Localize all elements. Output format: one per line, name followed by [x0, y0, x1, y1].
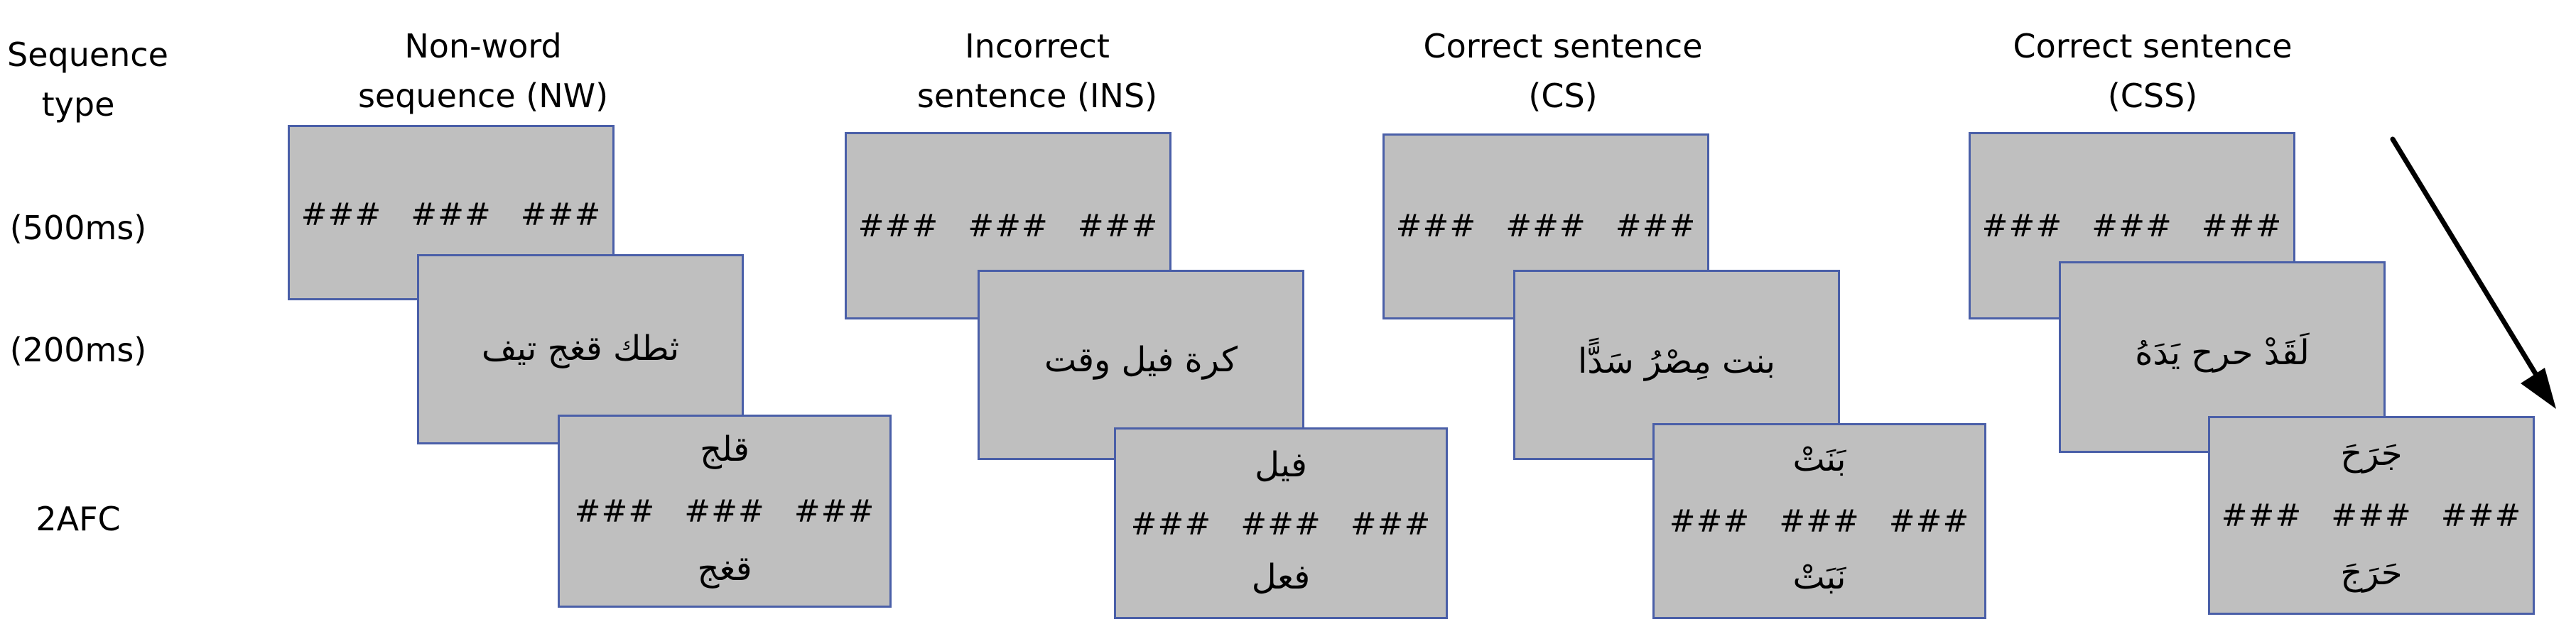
- mask-text: ### ### ###: [1981, 208, 2283, 244]
- option-bottom: نَبَتْ: [1792, 557, 1846, 597]
- row-label-sequence-type: Sequence type: [7, 30, 168, 129]
- row-label-sequence-type-line2: type: [41, 85, 115, 124]
- column-title-line2: (CS): [1528, 77, 1598, 115]
- option-top: فيل: [1255, 445, 1307, 485]
- sentence-text: بنت مِصْرُ سَدًّا: [1577, 341, 1776, 381]
- sentence-text: لَقَدْ حرح يَدَهُ: [2135, 333, 2310, 373]
- column-title-css: Correct sentence (CSS): [1975, 21, 2330, 121]
- option-top: قلج: [700, 430, 749, 469]
- column-title-line1: Correct sentence: [2013, 27, 2293, 65]
- row-label-second: (200ms): [9, 331, 147, 369]
- option-mask: ### ### ###: [574, 493, 875, 530]
- column-title-ins: Incorrect sentence (INS): [867, 21, 1208, 121]
- sentence-text: ثطك قغج تيف: [481, 329, 680, 368]
- mask-text: ### ### ###: [857, 208, 1159, 244]
- column-title-cs: Correct sentence (CS): [1385, 21, 1741, 121]
- choice-screen-cs: بَنَتْ ### ### ### نَبَتْ: [1652, 423, 1986, 619]
- column-title-line2: (CSS): [2107, 77, 2198, 115]
- column-title-nw: Non-word sequence (NW): [313, 21, 654, 121]
- option-mask: ### ### ###: [1669, 503, 1970, 540]
- column-title-line1: Correct sentence: [1423, 27, 1703, 65]
- row-label-sequence-type-line1: Sequence: [7, 35, 168, 74]
- sentence-text: كرة فيل وقت: [1044, 340, 1238, 380]
- row-label-third: 2AFC: [36, 500, 121, 538]
- choice-screen-nw: قلج ### ### ### قغج: [558, 415, 892, 608]
- option-bottom: قغج: [697, 549, 752, 589]
- option-bottom: حَرَجَ: [2340, 553, 2403, 593]
- option-mask: ### ### ###: [2221, 498, 2522, 534]
- mask-text: ### ### ###: [301, 197, 602, 233]
- choice-screen-ins: فيل ### ### ### فعل: [1114, 427, 1448, 619]
- column-title-line1: Incorrect: [965, 27, 1110, 65]
- choice-screen-css: جَرَحَ ### ### ### حَرَجَ: [2208, 416, 2535, 615]
- mask-text: ### ### ###: [1395, 208, 1696, 244]
- column-title-line2: sequence (NW): [357, 77, 609, 115]
- column-title-line1: Non-word: [404, 27, 562, 65]
- row-label-first: (500ms): [9, 209, 147, 247]
- option-bottom: فعل: [1251, 557, 1311, 597]
- option-mask: ### ### ###: [1130, 506, 1432, 542]
- column-title-line2: sentence (INS): [916, 77, 1158, 115]
- option-top: بَنَتْ: [1792, 439, 1846, 479]
- sentence-screen-nw: ثطك قغج تيف: [417, 254, 744, 444]
- option-top: جَرَحَ: [2340, 434, 2403, 474]
